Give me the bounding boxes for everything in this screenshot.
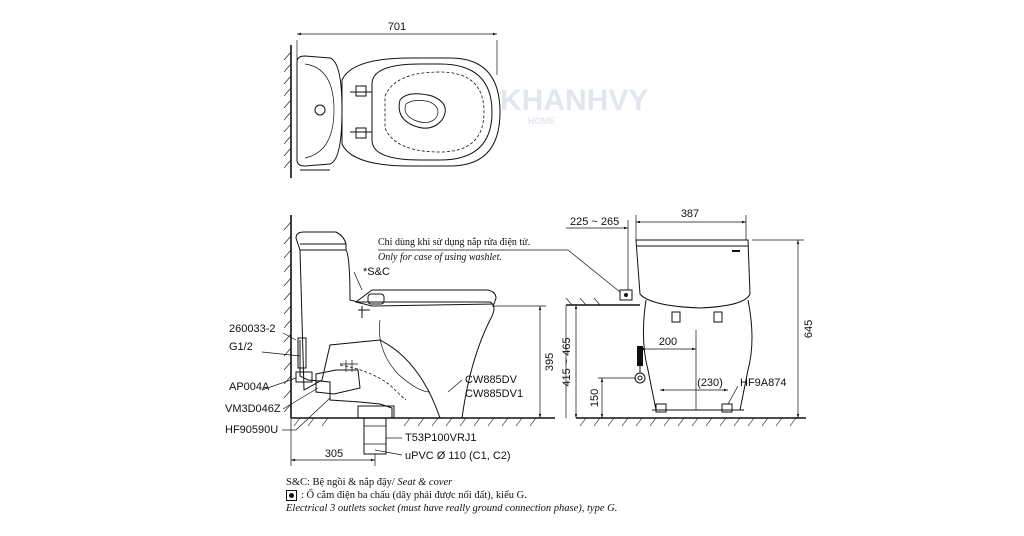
dim-wall-offset: 225 ~ 265 <box>570 216 619 228</box>
legend: S&C: Bệ ngồi & nắp đậy/ Seat & cover : Ổ… <box>286 476 886 515</box>
dim-seat-height: 395 <box>544 353 556 371</box>
label-vm3d046z: VM3D046Z <box>225 403 281 415</box>
legend-socket-row: : Ổ cắm điện ba chấu (dây phải được nối … <box>286 489 886 502</box>
legend-sc-vn: S&C: Bệ ngồi & nắp đậy/ <box>286 477 395 488</box>
dim-depth: 305 <box>325 448 343 460</box>
note-vn: Chỉ dùng khi sử dụng nắp rửa điện tử. <box>378 237 530 248</box>
label-g12: G1/2 <box>229 341 253 353</box>
watermark-brand: KHANHVY <box>500 84 648 117</box>
watermark-sub: HOME <box>528 116 555 126</box>
label-upvc: uPVC Ø 110 (C1, C2) <box>405 450 511 462</box>
dim-outlet-height: 150 <box>589 389 601 407</box>
dim-top-width: 701 <box>388 21 406 33</box>
label-cw885dv: CW885DV <box>465 374 518 386</box>
legend-socket-en: Electrical 3 outlets socket (must have r… <box>286 503 618 514</box>
label-hf90590u: HF90590U <box>225 424 278 436</box>
label-t53p: T53P100VRJ1 <box>405 432 477 444</box>
label-cw885dv1: CW885DV1 <box>465 388 523 400</box>
watermark: KHANHVY HOME <box>500 84 648 126</box>
label-ap004a: AP004A <box>229 381 270 393</box>
label-sc: *S&C <box>363 266 390 278</box>
dim-total-height: 645 <box>803 320 815 338</box>
legend-socket-en-row: Electrical 3 outlets socket (must have r… <box>286 502 886 515</box>
legend-sc-en: Seat & cover <box>397 477 453 488</box>
dim-supply-height: 415 ~ 465 <box>561 337 573 386</box>
dim-drain-span: (230) <box>697 377 723 389</box>
legend-socket-vn: : Ổ cắm điện ba chấu (dây phải được nối … <box>301 490 527 501</box>
dim-supply-offset: 200 <box>659 336 677 348</box>
front-view: 387 225 ~ 265 645 415 ~ 465 150 200 (230… <box>561 208 815 427</box>
side-view: 395 305 <box>261 215 556 466</box>
top-view: 701 <box>283 21 501 178</box>
legend-sc-row: S&C: Bệ ngồi & nắp đậy/ Seat & cover <box>286 476 886 489</box>
note-en: Only for case of using washlet. <box>378 252 502 263</box>
label-260033: 260033-2 <box>229 323 276 335</box>
label-hf9a874: HF9A874 <box>740 377 786 389</box>
dim-tank-width: 387 <box>681 208 699 220</box>
socket-icon <box>286 490 297 501</box>
